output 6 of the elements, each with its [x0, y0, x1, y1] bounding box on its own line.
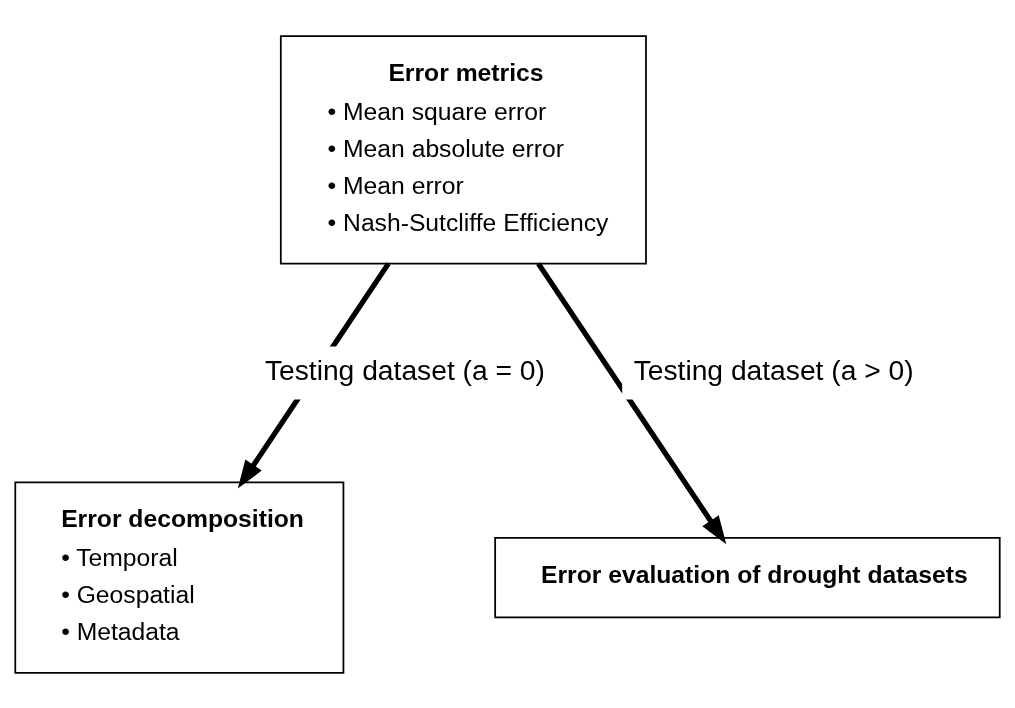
- node-box: Error decomposition • Temporal • Geospatial • Metadata: [14, 481, 345, 674]
- node-box: Error metrics • Mean square error • Mean absolute error • Mean error • Nash-Sutcliffe Efficiency: [279, 34, 647, 264]
- arrow: [536, 261, 727, 544]
- edge-label: Testing dataset (a > 0): [633, 353, 914, 386]
- edge-label: Testing dataset (a = 0): [264, 353, 545, 386]
- node-box: Error evaluation of drought datasets: [494, 536, 1001, 618]
